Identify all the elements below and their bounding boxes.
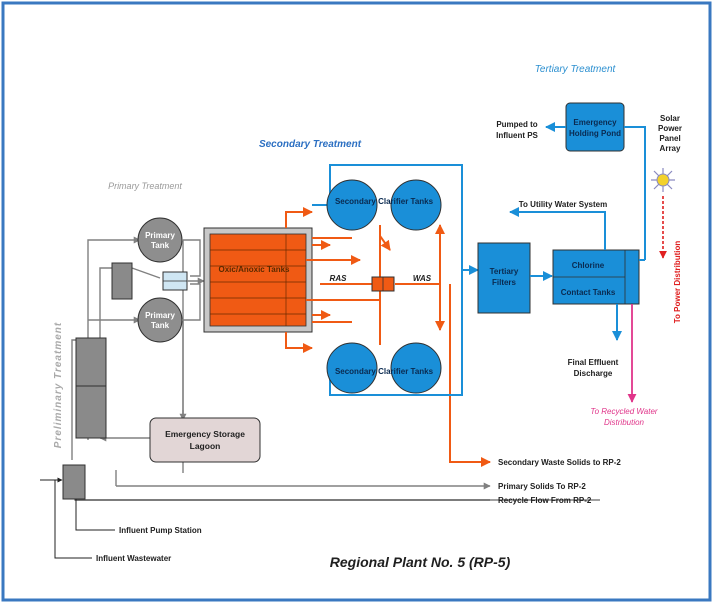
section-primary-label: Primary Treatment <box>108 181 182 191</box>
emergency-holding-label-a: Emergency <box>573 118 617 127</box>
section-preliminary-label: Preliminary Treatment <box>53 322 64 448</box>
oxic-anoxic-tanks <box>209 233 307 327</box>
emergency-holding-label-b: Holding Pond <box>569 129 621 138</box>
chlorine-label: Chlorine <box>572 261 605 270</box>
influent-wastewater-label: Influent Wastewater <box>96 554 171 563</box>
solar-label-4: Array <box>660 144 681 153</box>
utility-water-label: To Utility Water System <box>519 200 607 209</box>
solar-label-3: Panel <box>659 134 680 143</box>
secondary-clarifier-bottom-label: Secondary Clarifier Tanks <box>335 367 434 376</box>
preliminary-unit-upper <box>75 337 107 387</box>
ras-label: RAS <box>330 274 348 283</box>
contact-tanks-label: Contact Tanks <box>561 288 616 297</box>
primary-tank-1-label-b: Tank <box>151 241 170 250</box>
final-effluent-label-b: Discharge <box>574 369 613 378</box>
oxic-anoxic-label: Oxic/Anoxic Tanks <box>219 265 291 274</box>
final-effluent-label-a: Final Effluent <box>568 358 619 367</box>
section-secondary-label: Secondary Treatment <box>259 139 362 150</box>
diagram-title: Regional Plant No. 5 (RP-5) <box>330 554 511 570</box>
tertiary-filters-label-b: Filters <box>492 278 517 287</box>
primary-junction-box <box>111 262 133 300</box>
influent-pump-label: Influent Pump Station <box>119 526 202 535</box>
tertiary-filters <box>477 242 531 314</box>
recycled-water-label-b: Distribution <box>604 418 645 427</box>
pumped-to-label-b: Influent PS <box>496 131 538 140</box>
emergency-holding-pond <box>565 102 625 152</box>
primary-solids-label: Primary Solids To RP-2 <box>498 482 586 491</box>
power-distribution-label: To Power Distribution <box>673 241 682 324</box>
secondary-clarifier-top-left <box>326 179 378 231</box>
primary-tank-1 <box>137 217 183 263</box>
blue-piping-secondary <box>312 164 479 396</box>
solar-label-1: Solar <box>660 114 680 123</box>
blue-piping-tertiary <box>509 122 646 341</box>
secondary-waste-label: Secondary Waste Solids to RP-2 <box>498 458 621 467</box>
primary-tank-2-label-a: Primary <box>145 311 175 320</box>
oxic-anoxic-baffles <box>210 234 306 326</box>
lagoon-label-b: Lagoon <box>190 441 221 451</box>
primary-tank-1-label-a: Primary <box>145 231 175 240</box>
was-label: WAS <box>413 274 432 283</box>
secondary-clarifier-bottom-left <box>326 342 378 394</box>
recycled-water-label-a: To Recycled Water <box>590 407 657 416</box>
preliminary-unit-lower <box>75 385 107 439</box>
primary-tank-2 <box>137 297 183 343</box>
lagoon-label-a: Emergency Storage <box>165 429 245 439</box>
tertiary-filters-label-a: Tertiary <box>490 267 519 276</box>
section-tertiary-label: Tertiary Treatment <box>535 64 617 75</box>
recycle-flow-label: Recycle Flow From RP-2 <box>498 496 592 505</box>
secondary-clarifier-bottom-right <box>390 342 442 394</box>
solar-array-sun-icon <box>651 168 675 192</box>
emergency-storage-lagoon <box>149 417 261 463</box>
influent-pump-leader <box>75 499 115 531</box>
primary-tank-2-label-b: Tank <box>151 321 170 330</box>
primary-to-aeration-pipes <box>182 239 205 321</box>
secondary-clarifier-top-label: Secondary Clarifier Tanks <box>335 197 434 206</box>
solar-label-2: Power <box>658 124 682 133</box>
influent-pump-station-box <box>62 464 86 500</box>
secondary-clarifier-top-right <box>390 179 442 231</box>
pumped-to-label-a: Pumped to <box>496 120 537 129</box>
